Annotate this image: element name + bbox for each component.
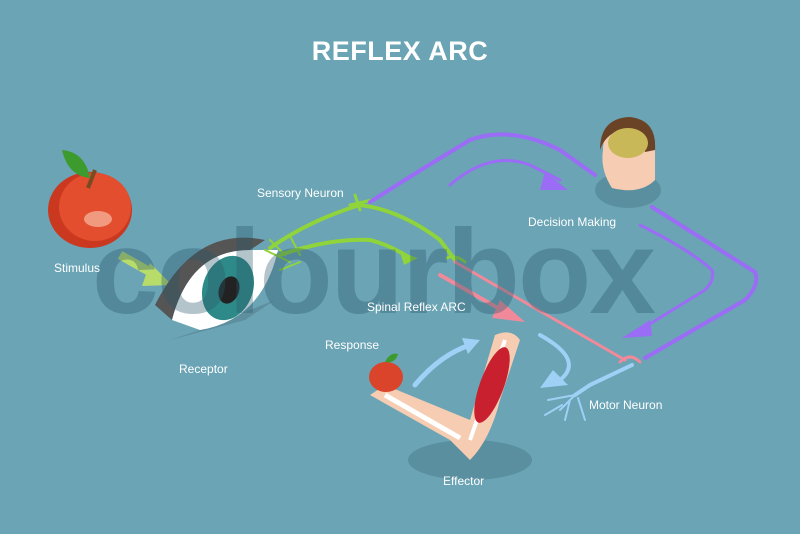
label-motor-neuron: Motor Neuron <box>589 398 663 412</box>
label-receptor: Receptor <box>179 362 228 376</box>
label-effector: Effector <box>443 474 485 488</box>
label-spinal-reflex-arc: Spinal Reflex ARC <box>367 300 466 314</box>
head-brain-icon <box>595 117 661 208</box>
watermark: colourbox <box>92 205 656 339</box>
diagram-title: REFLEX ARC <box>311 36 489 66</box>
spinal-reflex-path-icon <box>438 260 642 364</box>
label-decision-making: Decision Making <box>528 215 617 229</box>
motor-neuron-icon <box>412 333 634 421</box>
label-response: Response <box>325 338 380 352</box>
label-stimulus: Stimulus <box>54 261 101 275</box>
apple-stimulus-icon <box>48 150 132 248</box>
stimulus-arrow-icon <box>117 251 172 286</box>
eye-receptor-icon <box>155 237 278 340</box>
sensory-neuron-icon <box>264 193 467 271</box>
arm-effector-icon <box>369 332 532 480</box>
brain-pathway-icon <box>368 132 759 360</box>
label-sensory-neuron: Sensory Neuron <box>257 186 344 200</box>
